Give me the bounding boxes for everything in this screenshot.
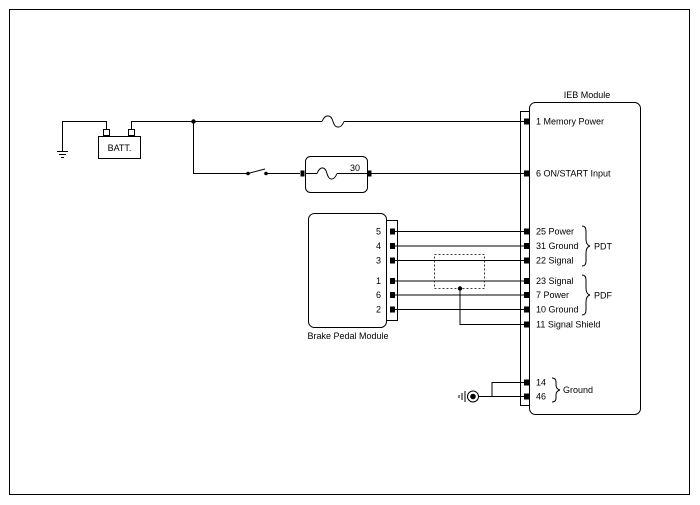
ieb-pin-marker (524, 243, 529, 249)
ieb-pin-label: 31 Ground (536, 241, 579, 251)
bpm-pin-marker (390, 292, 395, 298)
memory-power-wire (131, 115, 526, 130)
ieb-pin-label: 7 Power (536, 290, 569, 300)
ieb-pin-marker (524, 118, 529, 125)
pdt-group: PDT (581, 225, 613, 267)
ground-group: Ground (551, 377, 593, 403)
bpm-pin-marker (390, 228, 395, 235)
switch-blade (247, 168, 266, 174)
ieb-pin-marker (524, 321, 529, 328)
bpm-pin-marker (390, 257, 395, 264)
fuse-block-right-connector (367, 170, 372, 177)
brake-pedal-module-body (308, 213, 387, 328)
ieb-pin-marker (524, 292, 529, 298)
shield-box (434, 254, 485, 289)
fusible-link-block: 30 (300, 156, 526, 193)
battery-positive-terminal (128, 129, 135, 136)
ieb-module-connector (520, 111, 530, 406)
ieb-module-title: IEB Module (564, 90, 611, 100)
brake-pedal-module-pins: 5 4 3 1 6 2 (376, 227, 395, 315)
battery: BATT. (98, 129, 141, 159)
brake-pedal-module: Brake Pedal Module 5 4 3 1 6 2 (307, 213, 398, 341)
ieb-pin-label: 11 Signal Shield (536, 320, 600, 330)
ieb-module-pins: 1 Memory Power 6 ON/START Input 25 Power 31… (524, 117, 611, 402)
battery-label: BATT. (108, 143, 132, 153)
ground-group-label: Ground (563, 385, 593, 395)
brake-pedal-module-connector (386, 220, 398, 321)
ieb-module: IEB Module 1 Memory Power 6 ON/START Inpu… (520, 90, 641, 415)
chassis-ground (458, 382, 526, 403)
ieb-pin-marker (524, 228, 529, 235)
bpm-pin-label: 3 (376, 256, 381, 266)
fusible-link-label: 30 (350, 163, 360, 173)
fusible-link-symbol (316, 167, 338, 180)
pdf-group: PDF (581, 274, 613, 316)
bpm-pin-label: 6 (376, 290, 381, 300)
ieb-pin-label: 22 Signal (536, 256, 574, 266)
pdf-brace (581, 274, 591, 316)
bpm-pin-marker (390, 306, 395, 313)
diagram-frame (9, 9, 690, 495)
bpm-pin-label: 2 (376, 305, 381, 315)
brake-pedal-module-title: Brake Pedal Module (307, 331, 388, 341)
ieb-pin-marker (524, 170, 529, 177)
ieb-pin-label: 14 (536, 378, 546, 388)
ieb-pin-marker (524, 393, 529, 400)
ieb-pin-label: 6 ON/START Input (536, 169, 611, 179)
bpm-pin-label: 5 (376, 227, 381, 237)
ground-inner-dot (470, 393, 476, 400)
battery-negative-terminal (103, 129, 110, 136)
ieb-pin-label: 46 (536, 392, 546, 402)
signal-shield (434, 254, 526, 325)
pedal-signal-wires (395, 231, 524, 310)
ieb-pin-label: 25 Power (536, 227, 574, 237)
pdt-group-label: PDT (594, 242, 613, 252)
bpm-pin-marker (390, 278, 395, 284)
on-start-input-wire (193, 121, 300, 176)
ieb-pin-marker (524, 257, 529, 264)
ieb-pin-label: 10 Ground (536, 305, 579, 315)
pdf-group-label: PDF (594, 291, 613, 301)
bpm-pin-label: 1 (376, 276, 381, 286)
battery-ground-wire (57, 121, 107, 158)
ieb-pin-label: 23 Signal (536, 276, 574, 286)
fuse-block-left-connector (300, 170, 305, 177)
bpm-pin-marker (390, 243, 395, 249)
ieb-pin-label: 1 Memory Power (536, 117, 604, 127)
fuse-symbol (321, 115, 345, 128)
ieb-pin-marker (524, 379, 529, 386)
bpm-pin-label: 4 (376, 241, 381, 251)
shield-drain-wire (459, 288, 526, 325)
pdt-brace (581, 225, 591, 267)
battery-body (98, 136, 141, 159)
ground-brace (551, 377, 561, 403)
ieb-pin-marker (524, 306, 529, 313)
ieb-pin-marker (524, 278, 529, 284)
